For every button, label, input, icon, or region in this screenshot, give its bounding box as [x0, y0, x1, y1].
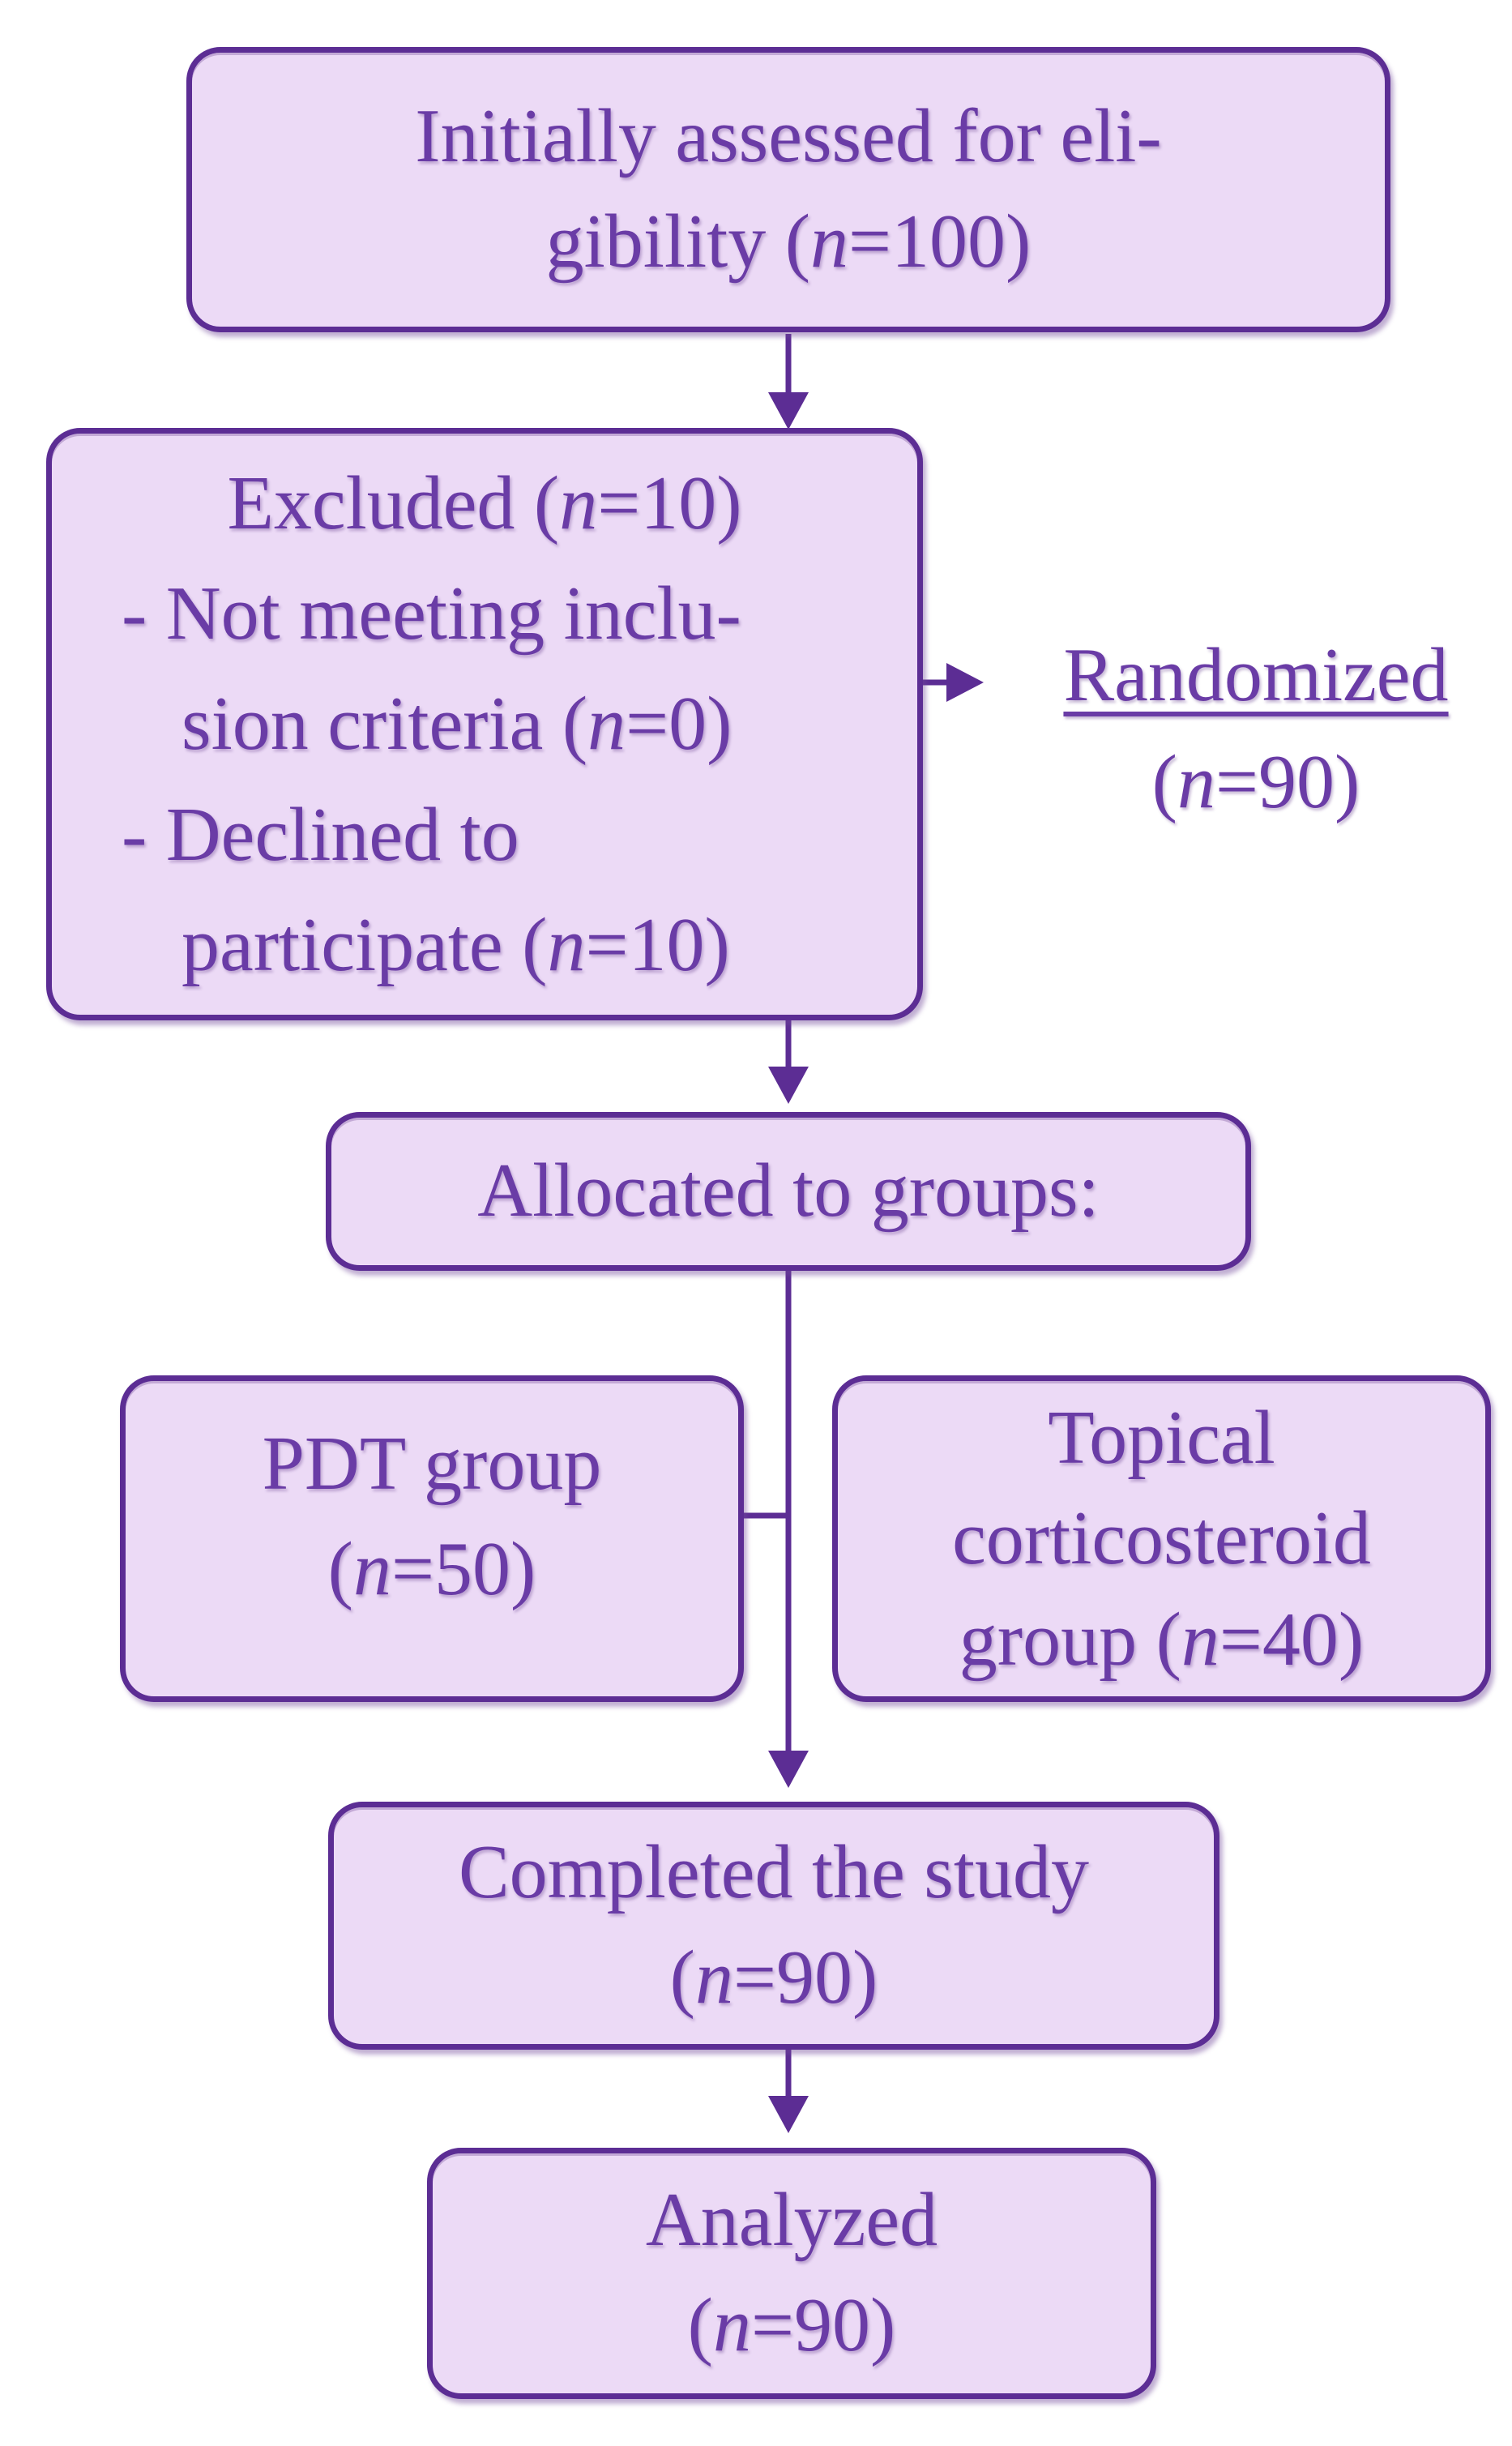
topical-line-1: Topical — [1048, 1396, 1275, 1481]
arrow-eligibility-to-excluded — [768, 334, 809, 430]
excluded-item1-line1: - Not meeting inclu- — [122, 571, 741, 656]
excluded-box: Excluded (n=10) - Not meeting inclu- sio… — [46, 428, 923, 1020]
arrow-excluded-to-randomized — [921, 663, 984, 702]
allocated-title: Allocated to groups: — [477, 1148, 1100, 1234]
allocated-box: Allocated to groups: — [326, 1112, 1251, 1271]
pdt-line-1: PDT group — [262, 1422, 602, 1506]
pdt-line-2: (n=50) — [327, 1526, 536, 1611]
randomized-label: Randomized (n=90) — [997, 622, 1512, 836]
arrow-excluded-to-allocated — [768, 1020, 809, 1104]
completed-box: Completed the study (n=90) — [328, 1802, 1219, 2050]
arrow-allocated-to-completed — [744, 1269, 809, 1788]
randomized-line-1: Randomized — [1063, 633, 1449, 717]
analyzed-box: Analyzed (n=90) — [427, 2148, 1156, 2399]
topical-line-2: corticosteroid — [952, 1496, 1371, 1581]
topical-group-box: Topical corticosteroid group (n=40) — [832, 1375, 1491, 1702]
eligibility-line-2: gibility (n=100) — [545, 199, 1031, 284]
completed-line-2: (n=90) — [669, 1935, 878, 2020]
eligibility-line-1: Initially assessed for eli- — [415, 94, 1162, 179]
completed-line-1: Completed the study — [458, 1830, 1090, 1915]
excluded-item2-line1: - Declined to — [122, 792, 519, 877]
analyzed-line-1: Analyzed — [645, 2178, 938, 2263]
excluded-item2-line2: participate (n=10) — [182, 902, 730, 987]
excluded-title: Excluded (n=10) — [227, 460, 742, 545]
analyzed-line-2: (n=90) — [687, 2283, 896, 2367]
topical-line-3: group (n=40) — [959, 1597, 1365, 1682]
excluded-item1-line2: sion criteria (n=0) — [182, 682, 733, 767]
randomized-line-2: (n=90) — [1151, 739, 1360, 824]
eligibility-box: Initially assessed for eli- gibility (n=… — [186, 47, 1390, 332]
arrow-completed-to-analyzed — [768, 2049, 809, 2133]
pdt-group-box: PDT group (n=50) — [120, 1375, 744, 1702]
